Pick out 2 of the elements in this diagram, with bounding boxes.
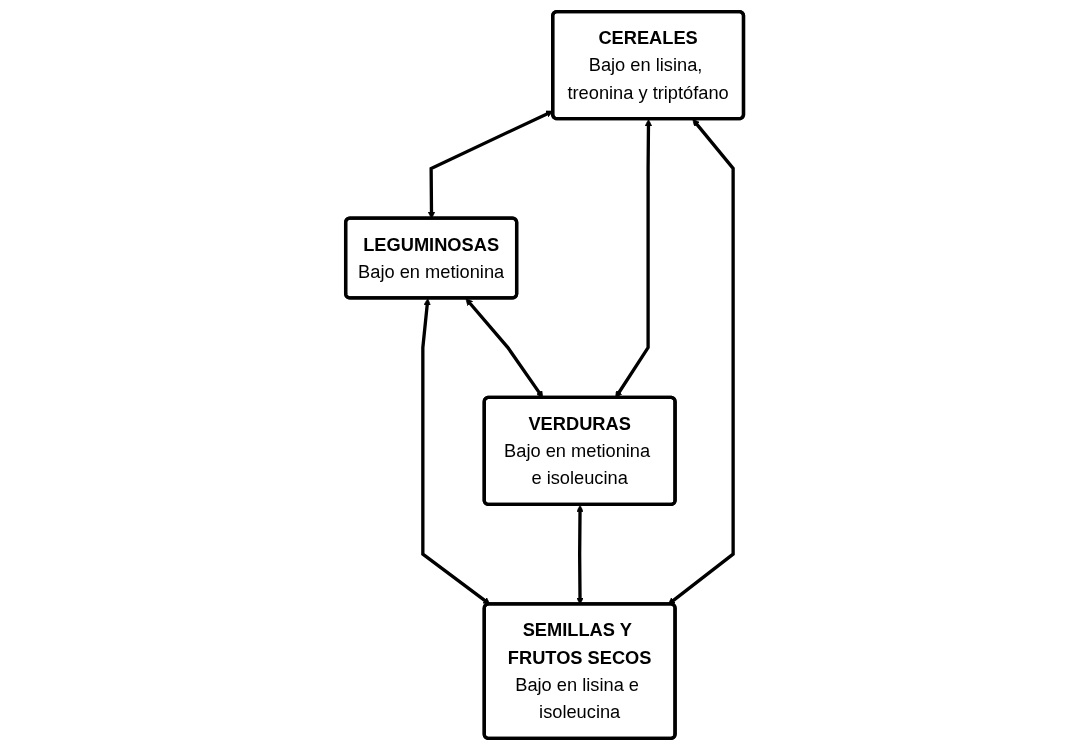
arrow <box>667 119 735 605</box>
arrow <box>421 298 491 605</box>
